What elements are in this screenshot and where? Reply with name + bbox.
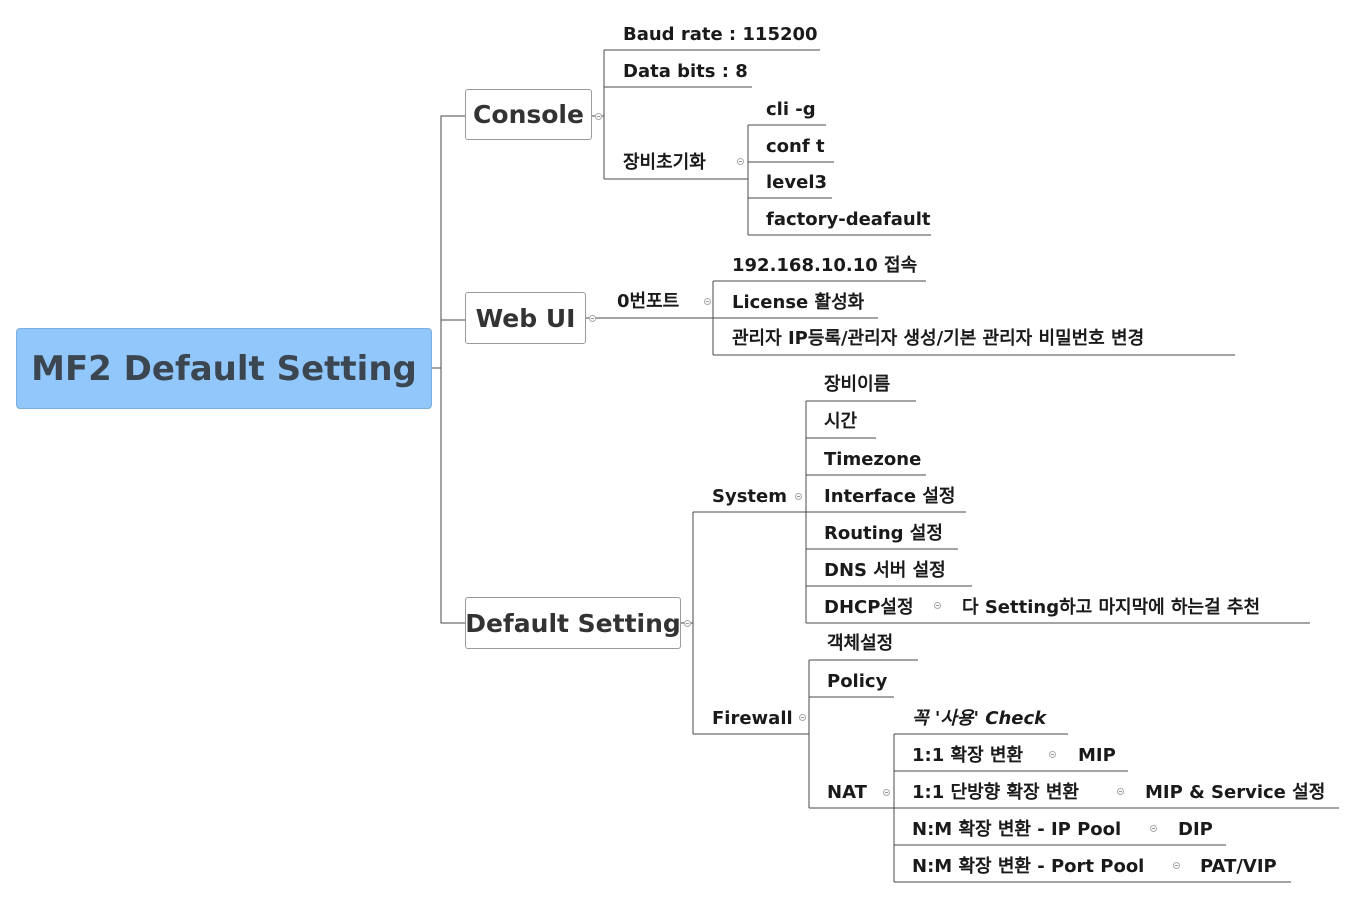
topic-nat-value[interactable]: PAT/VIP [1200,856,1277,877]
topic-nat-value[interactable]: MIP [1078,745,1116,766]
topic-nat-type[interactable]: N:M 확장 변환 - IP Pool [912,819,1122,840]
topic-nat-type[interactable]: 1:1 단방향 확장 변환 [912,782,1079,803]
topic-system[interactable]: System [712,486,787,507]
topic-dhcp-note[interactable]: 다 Setting하고 마지막에 하는걸 추천 [962,597,1261,618]
collapse-toggle-icon[interactable] [795,493,802,500]
topic-webui-step[interactable]: 관리자 IP등록/관리자 생성/기본 관리자 비밀번호 변경 [732,328,1145,349]
topic-reset-step[interactable]: conf t [766,136,825,157]
collapse-toggle-icon[interactable] [934,602,941,609]
topic-port-zero[interactable]: 0번포트 [617,291,680,312]
topic-nat[interactable]: NAT [827,782,867,803]
collapse-toggle-icon[interactable] [595,113,602,120]
collapse-toggle-icon[interactable] [1173,862,1180,869]
topic-webui-step[interactable]: License 활성화 [732,292,865,313]
topic-default-setting[interactable]: Default Setting [465,597,681,649]
topic-system-item[interactable]: Timezone [824,449,922,470]
topic-web-ui[interactable]: Web UI [465,292,586,344]
topic-system-item[interactable]: DNS 서버 설정 [824,560,946,581]
collapse-toggle-icon[interactable] [589,315,596,322]
collapse-toggle-icon[interactable] [1150,825,1157,832]
topic-data-bits[interactable]: Data bits : 8 [623,61,748,82]
topic-reset-step[interactable]: factory-deafault [766,209,931,230]
collapse-toggle-icon[interactable] [799,714,806,721]
collapse-toggle-icon[interactable] [737,158,744,165]
topic-nat-type[interactable]: 1:1 확장 변환 [912,745,1024,766]
topic-reset-step[interactable]: level3 [766,172,828,193]
topic-firewall[interactable]: Firewall [712,708,793,729]
collapse-toggle-icon[interactable] [704,298,711,305]
collapse-toggle-icon[interactable] [684,620,691,627]
topic-object-setting[interactable]: 객체설정 [827,633,894,654]
topic-system-item[interactable]: DHCP설정 [824,597,914,618]
topic-device-reset[interactable]: 장비초기화 [623,152,706,173]
topic-baud-rate[interactable]: Baud rate : 115200 [623,24,818,45]
topic-nat-value[interactable]: MIP & Service 설정 [1145,782,1326,803]
topic-nat-check-note[interactable]: 꼭 '사용' Check [912,708,1047,729]
root-topic[interactable]: MF2 Default Setting [16,328,432,409]
collapse-toggle-icon[interactable] [1049,751,1056,758]
topic-system-item[interactable]: Routing 설정 [824,523,943,544]
topic-system-item[interactable]: 장비이름 [824,374,891,395]
topic-webui-step[interactable]: 192.168.10.10 접속 [732,255,918,276]
collapse-toggle-icon[interactable] [1117,788,1124,795]
topic-policy[interactable]: Policy [827,671,888,692]
topic-system-item[interactable]: Interface 설정 [824,486,956,507]
topic-console[interactable]: Console [465,89,592,140]
topic-nat-value[interactable]: DIP [1178,819,1213,840]
collapse-toggle-icon[interactable] [883,789,890,796]
topic-nat-type[interactable]: N:M 확장 변환 - Port Pool [912,856,1145,877]
topic-reset-step[interactable]: cli -g [766,99,816,120]
topic-system-item[interactable]: 시간 [824,411,858,432]
